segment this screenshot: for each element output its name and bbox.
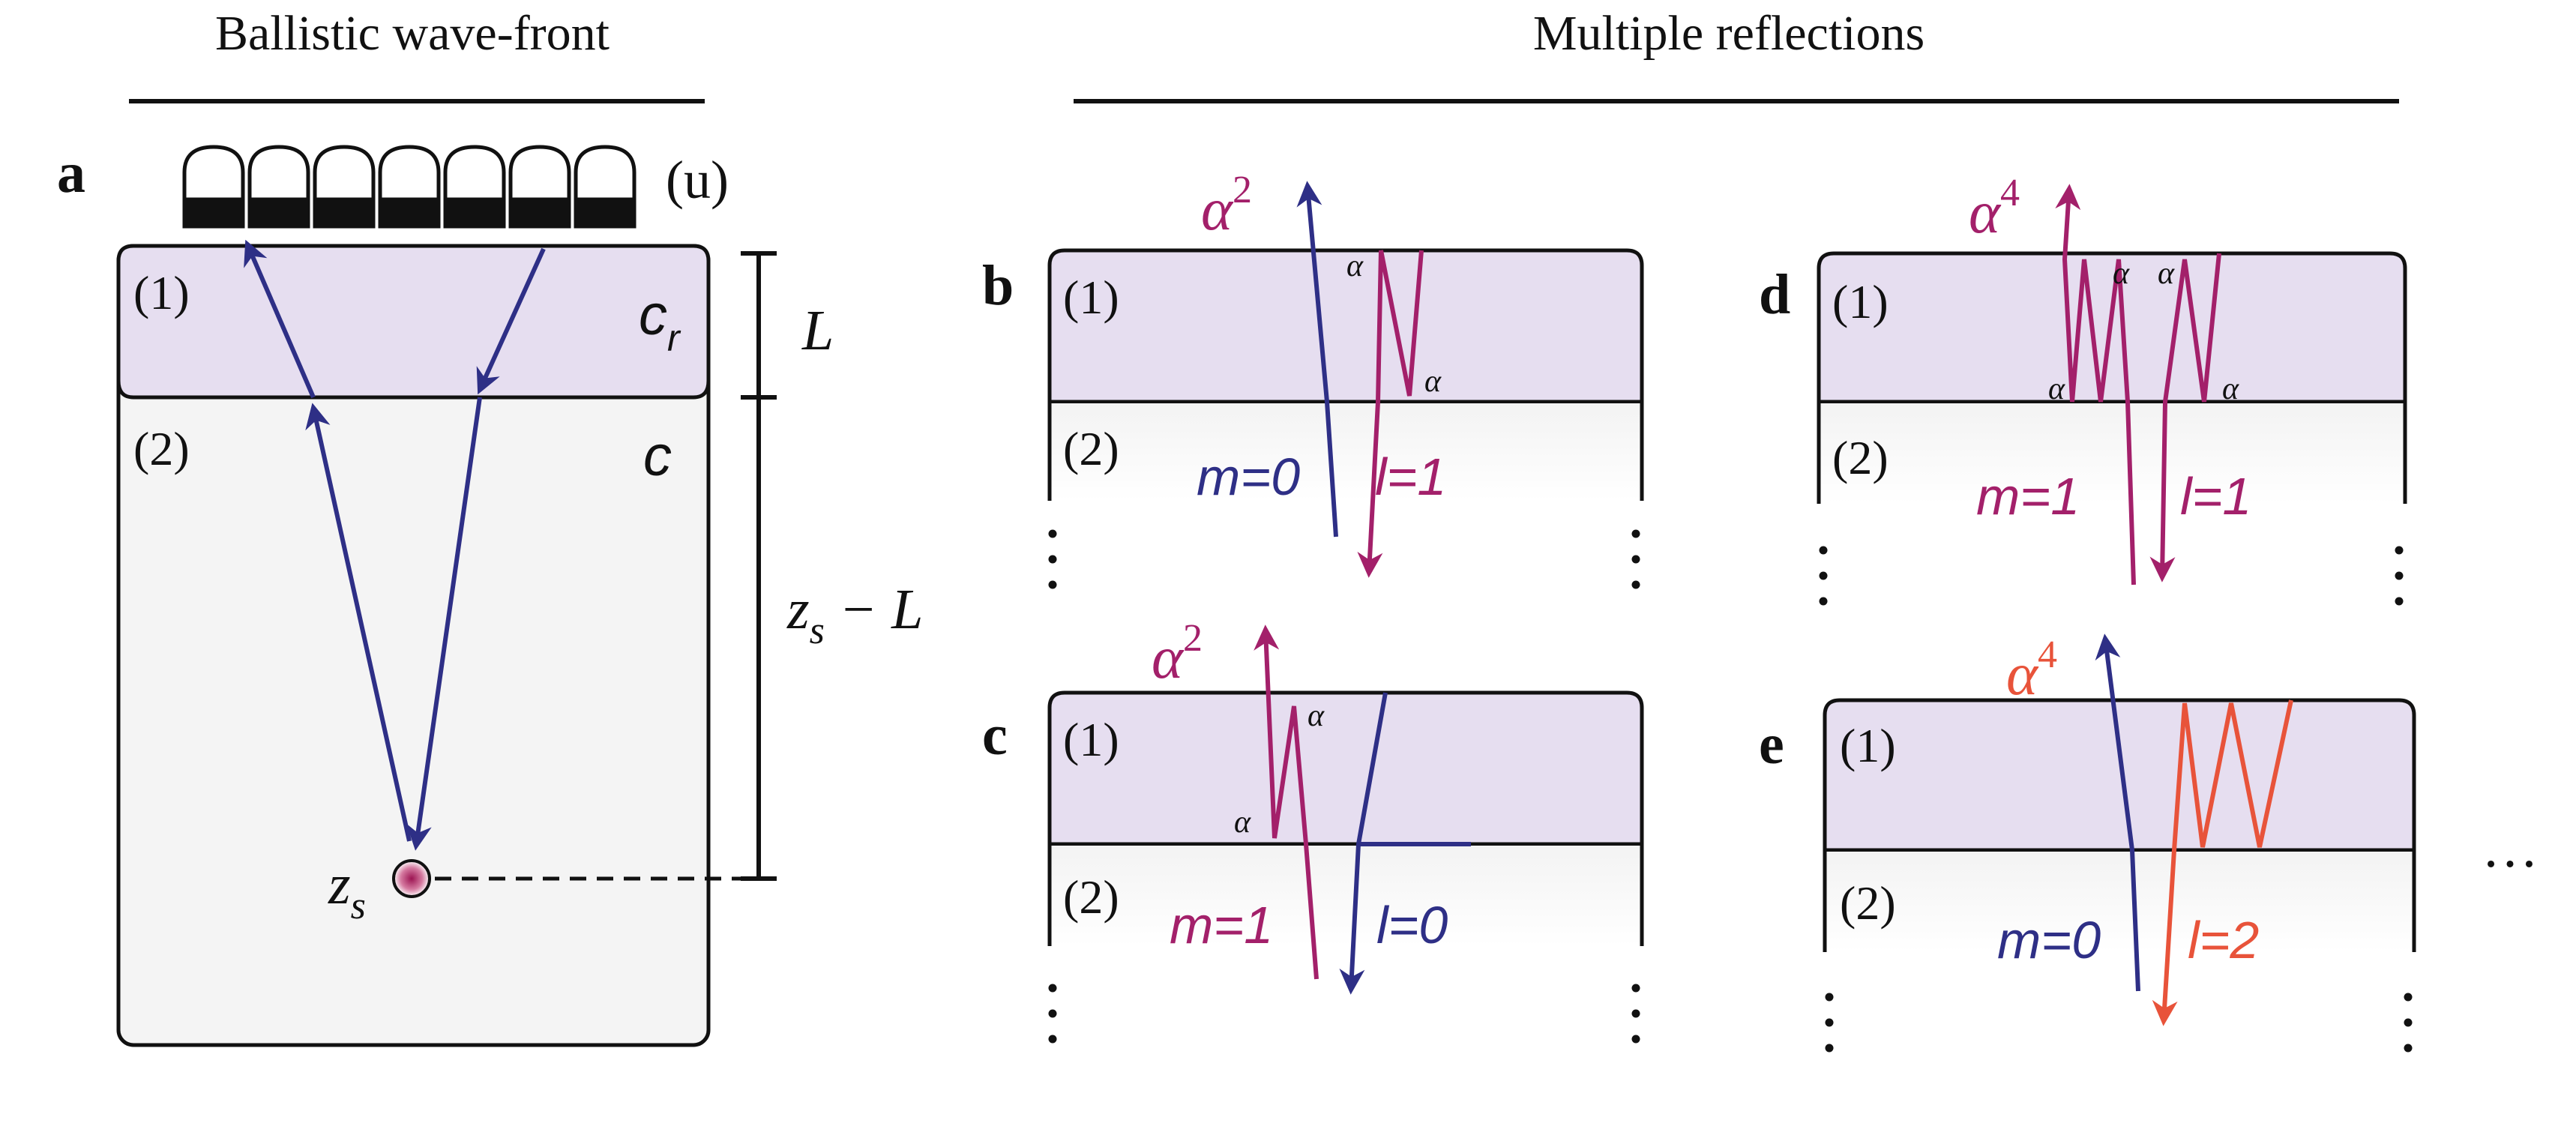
l-label: l=0 [1376, 896, 1448, 954]
layer-box [1047, 248, 1644, 404]
m-label: m=0 [1997, 911, 2101, 969]
layer1-label: (1) [133, 266, 190, 319]
alpha-label: α [2048, 372, 2065, 406]
ray-up-upper [244, 239, 316, 399]
layer1-label: (1) [1063, 271, 1119, 324]
ray-l [1357, 250, 1424, 578]
vertical-ellipsis-left [1048, 529, 1057, 589]
ray-l [1339, 692, 1388, 995]
layer1-label: (1) [1832, 275, 1889, 328]
m-label: m=1 [1976, 467, 2080, 526]
ray-m [2095, 633, 2140, 992]
transducer-element [247, 145, 310, 229]
ray-up-lower [305, 403, 412, 842]
source-point [392, 859, 431, 898]
ray-m [1296, 181, 1338, 538]
layer2-label: (2) [1832, 431, 1889, 484]
layer-box [1047, 690, 1644, 846]
layer2-label: (2) [1063, 870, 1119, 924]
alpha-label: α [1346, 249, 1364, 283]
m-label: m=0 [1197, 448, 1300, 506]
aberrating-layer [116, 244, 711, 400]
panel-letter-a: a [57, 142, 85, 205]
panel-letter-b: b [982, 254, 1014, 317]
heading-multiple-reflections: Multiple reflections [1533, 6, 1925, 61]
reflection-coefficient: α2 [1201, 169, 1252, 243]
L-label: L [801, 299, 834, 362]
m-label: m=1 [1170, 896, 1273, 954]
ray-m [2055, 184, 2136, 585]
transducer-element [182, 145, 245, 229]
l-label: l=2 [2188, 911, 2259, 969]
c-label: c [643, 424, 672, 488]
horizontal-ellipsis: … [2482, 816, 2539, 879]
panel-a: a (u) (1) (2) cr c zs [57, 142, 923, 1047]
vertical-ellipsis-right [2404, 993, 2413, 1053]
transducer-element [313, 145, 376, 229]
layer2-label: (2) [133, 422, 190, 475]
heading-ballistic: Ballistic wave-front [215, 6, 610, 61]
medium-region [1051, 403, 1640, 501]
vertical-ellipsis-right [1631, 984, 1640, 1044]
alpha-label: α [1424, 364, 1442, 399]
alpha-label: α [2113, 256, 2130, 291]
l-label: l=1 [2180, 467, 2251, 526]
ray-l [2152, 699, 2293, 1026]
vertical-ellipsis-right [2395, 546, 2404, 606]
reflection-coefficient: α4 [2006, 633, 2057, 708]
layer1-label: (1) [1063, 713, 1119, 766]
vertical-ellipsis-left [1819, 546, 1828, 606]
transducer-element [443, 145, 506, 229]
ray-m [1254, 624, 1319, 980]
alpha-label: α [2158, 256, 2175, 291]
transducer-array [182, 145, 637, 229]
panel-d: d (1) (2) α4 α α α α m=1 l=1 [1759, 172, 2407, 606]
transducer-element [574, 145, 637, 229]
transducer-element [508, 145, 571, 229]
layer2-label: (2) [1840, 876, 1896, 930]
panel-c: c (1) (2) α2 α α m=1 l=0 [982, 617, 1644, 1044]
medium-region [1051, 846, 1640, 946]
medium-region [1820, 403, 2404, 504]
transducer-label: (u) [666, 150, 729, 210]
vertical-ellipsis-left [1825, 993, 1834, 1053]
alpha-label: α [1307, 699, 1325, 733]
ballistic-rays [244, 239, 546, 851]
panel-letter-d: d [1759, 263, 1790, 326]
vertical-ellipsis-left [1048, 984, 1057, 1044]
layer1-label: (1) [1840, 719, 1896, 772]
ray-l [2149, 253, 2221, 582]
vertical-ellipsis-right [1631, 529, 1640, 589]
ray-down-upper [476, 247, 546, 395]
layer-box [1823, 698, 2416, 852]
medium-region [1826, 852, 2413, 952]
layer2-label: (2) [1063, 422, 1119, 475]
zs-minus-L-label: zs − L [786, 578, 923, 652]
alpha-label: α [2222, 372, 2239, 406]
reflection-coefficient: α4 [1969, 172, 2020, 246]
l-label: l=1 [1375, 448, 1446, 506]
panel-e: e (1) (2) α4 m=0 l=2 [1759, 633, 2416, 1053]
panel-letter-c: c [982, 704, 1008, 767]
alpha-label: α [1234, 805, 1251, 840]
transducer-element [378, 145, 441, 229]
cr-label: cr [639, 283, 681, 359]
zs-label: zs [328, 853, 366, 927]
panel-b: b (1) (2) α2 α α m=0 l=1 [982, 169, 1644, 589]
reflection-coefficient: α2 [1152, 617, 1203, 691]
ray-down-lower [406, 397, 482, 851]
dimension-markers [741, 251, 777, 881]
panel-letter-e: e [1759, 713, 1784, 776]
